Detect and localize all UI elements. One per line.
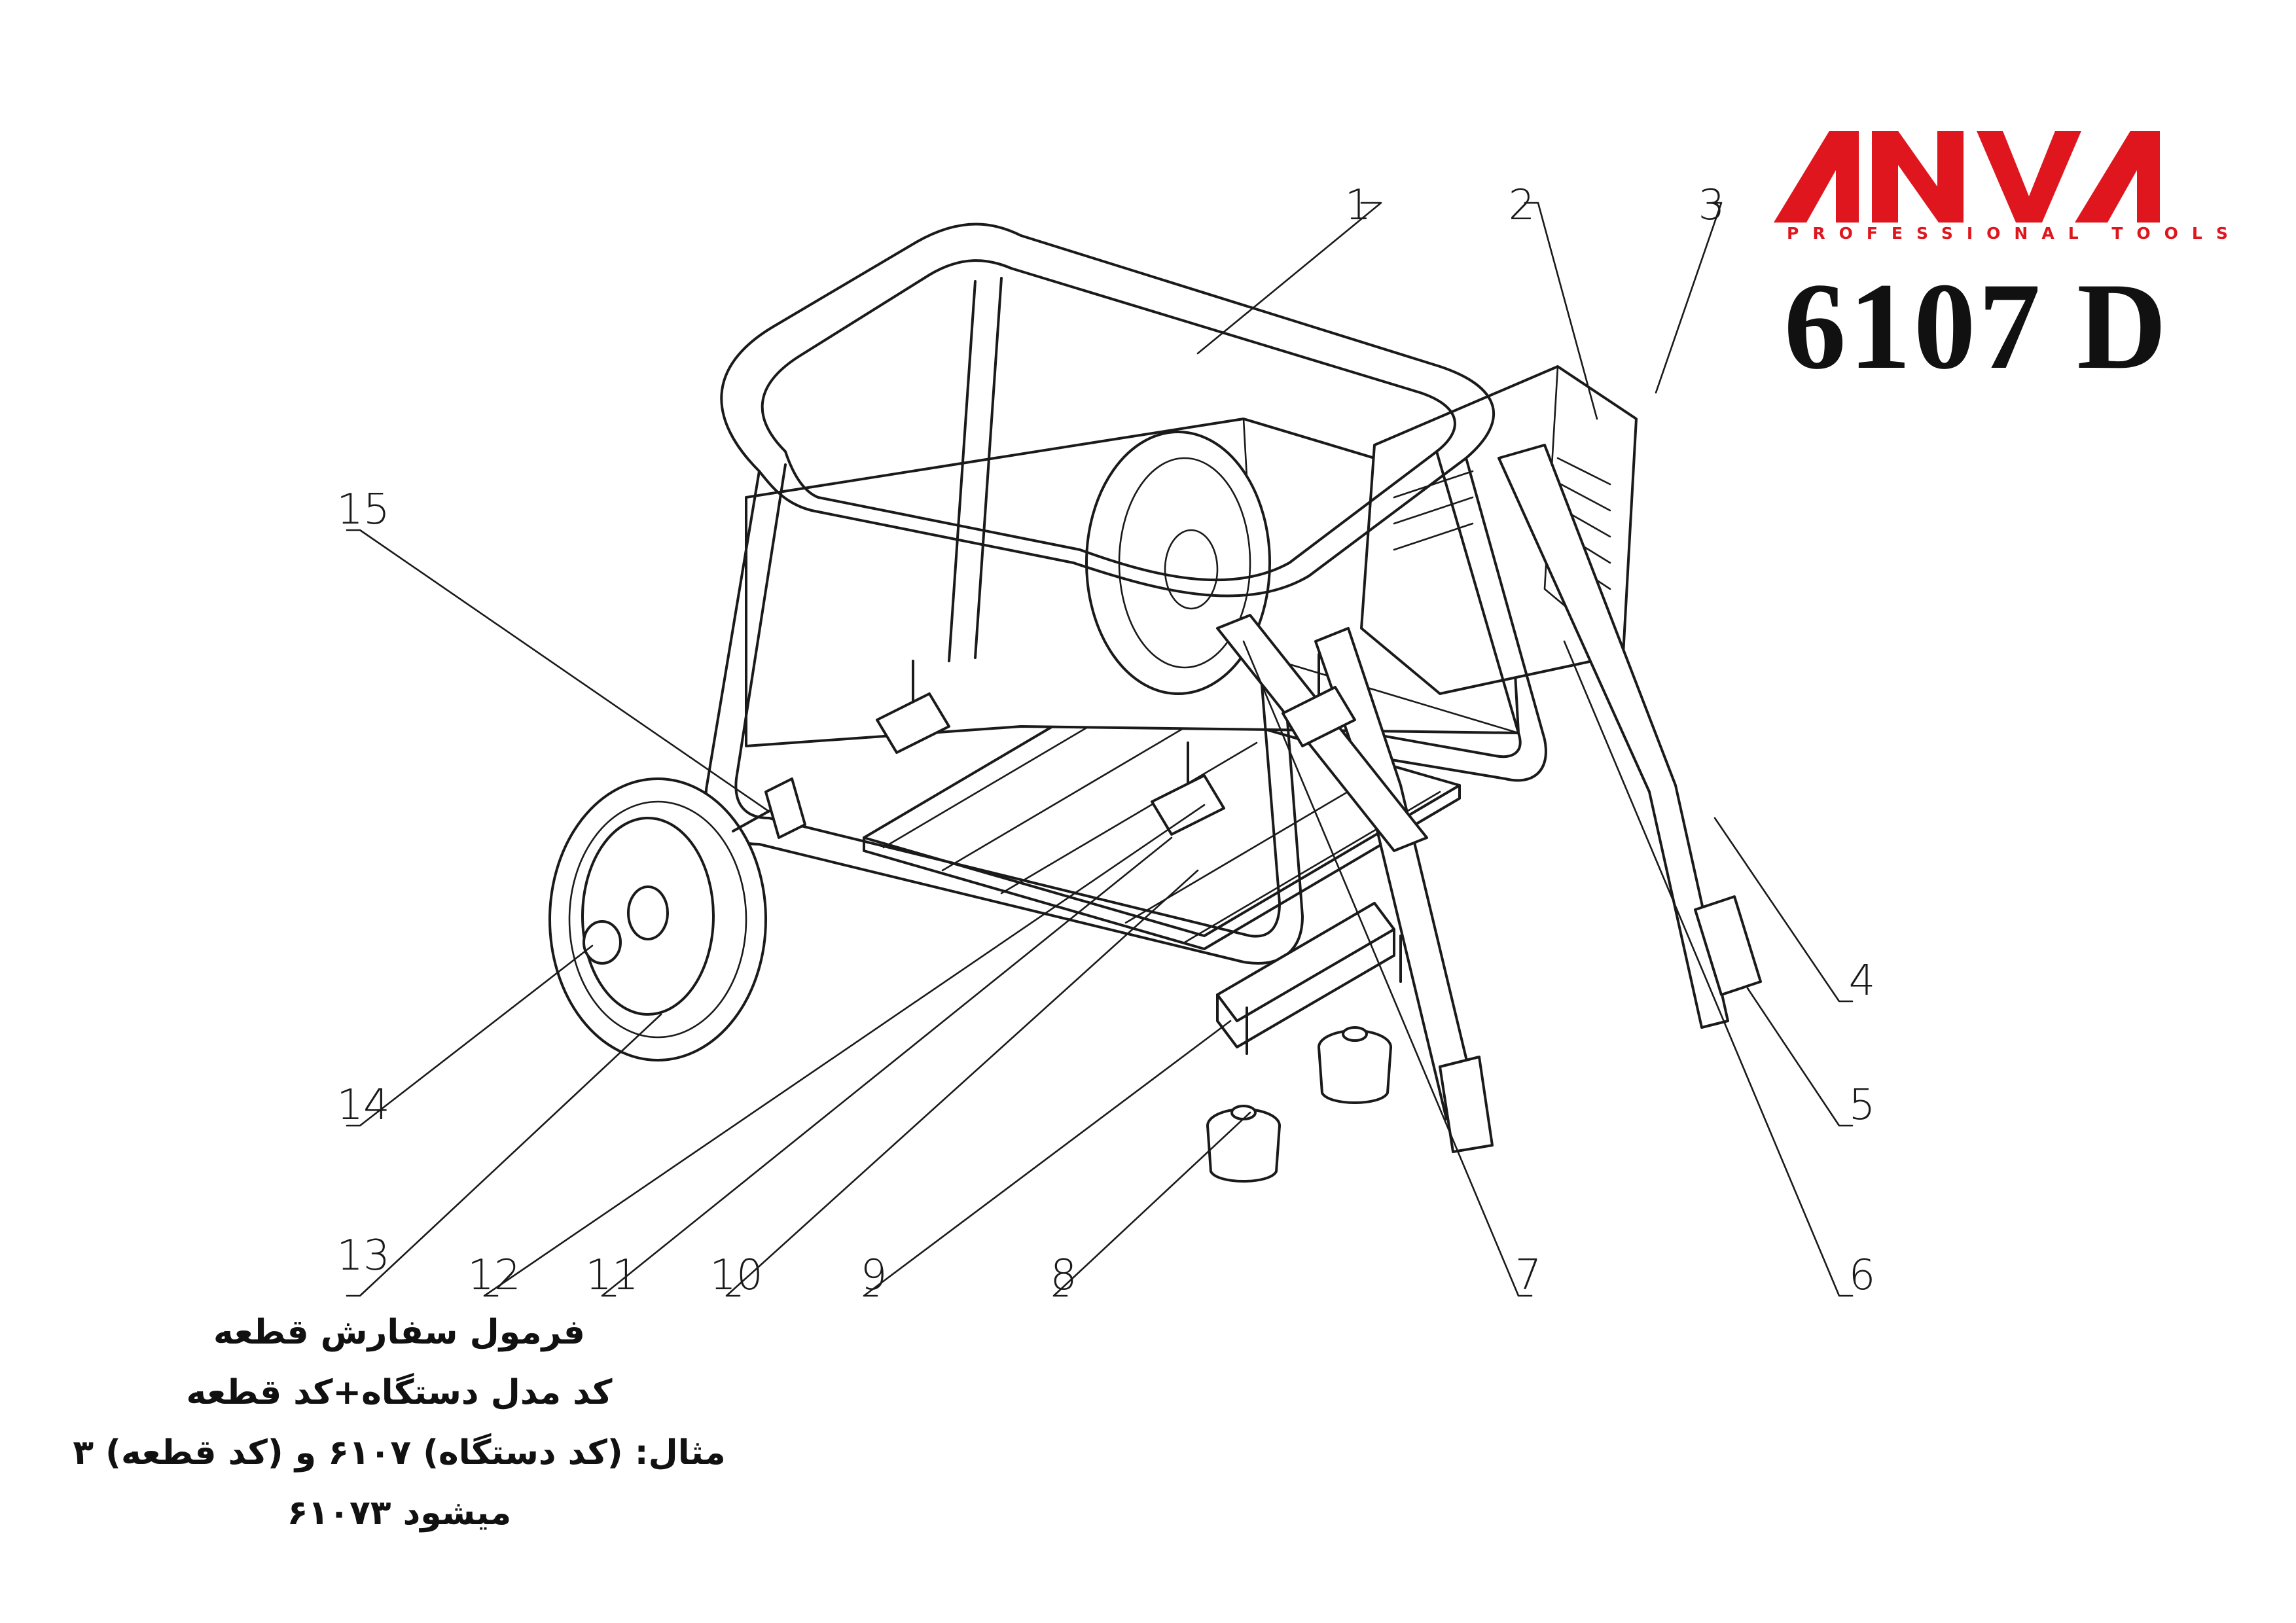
anva-logo [1774,131,2160,223]
formula-result: میشود ۶۱۰۷۳ [287,1493,512,1533]
part-label: 7 [1515,1251,1542,1300]
leader-lines [346,202,1854,1297]
model-number: 6107 D [1784,258,2170,395]
part-label: 12 [467,1251,520,1300]
formula-example: مثال: (کد دستگاه) ۶۱۰۷ و (کد قطعه) ۳ [73,1433,726,1472]
order-formula: فرمول سفارش قطعه کد مدل دستگاه+کد قطعه م… [26,1302,772,1543]
part-number-labels: 1 2 3 4 5 6 7 8 9 10 11 12 13 14 15 [336,181,1875,1300]
part-label: 15 [336,486,389,534]
part-label: 8 [1050,1251,1077,1300]
brand-tagline: PROFESSIONAL TOOLS [1787,224,2242,243]
part-label: 6 [1849,1251,1876,1300]
formula-rule: کد مدل دستگاه+کد قطعه [186,1373,613,1412]
part-label: 10 [709,1251,762,1300]
part-label: 4 [1849,957,1876,1005]
part-label: 14 [336,1081,389,1130]
formula-title: فرمول سفارش قطعه [213,1313,585,1352]
rubber-feet [1206,1026,1392,1183]
part-label: 1 [1345,181,1372,230]
part-label: 9 [861,1251,888,1300]
front-wheel [548,777,806,1061]
part-label: 11 [585,1251,638,1300]
part-label: 2 [1509,181,1535,230]
foot-bracket [1216,902,1402,1055]
part-label: 13 [336,1232,389,1280]
engine-mounts [876,653,1356,836]
part-label: 3 [1698,181,1725,230]
part-label: 5 [1849,1081,1876,1130]
